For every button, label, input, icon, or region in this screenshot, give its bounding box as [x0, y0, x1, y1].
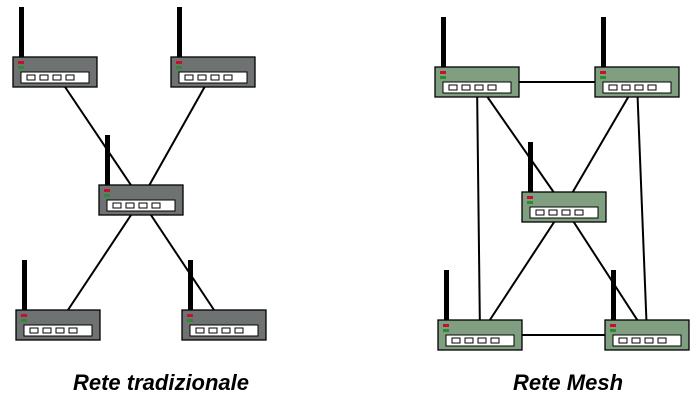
status-led — [21, 314, 27, 317]
port — [535, 209, 545, 216]
status-led — [527, 201, 533, 204]
mesh-link-top-right-bottom-right — [636, 81, 648, 336]
traditional-link-center-bottom-left — [57, 199, 142, 326]
port — [197, 74, 207, 81]
port — [68, 327, 78, 334]
mesh-link-top-right-center — [563, 81, 638, 208]
status-led — [187, 314, 193, 317]
status-led — [176, 66, 182, 69]
port — [29, 327, 39, 334]
port — [487, 84, 497, 91]
port — [644, 337, 654, 344]
port — [618, 337, 628, 344]
port — [451, 337, 461, 344]
antenna — [611, 270, 616, 322]
port — [608, 84, 618, 91]
mesh-router-center-icon — [521, 142, 607, 223]
mesh-link-center-bottom-left — [479, 206, 565, 336]
port — [621, 84, 631, 91]
status-led — [176, 61, 182, 64]
antenna — [188, 260, 193, 312]
status-led — [610, 324, 616, 327]
antenna — [528, 142, 533, 194]
antenna — [444, 270, 449, 322]
status-led — [600, 76, 606, 79]
traditional-link-top-left-center — [54, 71, 142, 201]
antenna — [441, 17, 446, 69]
port — [477, 337, 487, 344]
port — [631, 337, 641, 344]
port — [208, 327, 218, 334]
status-led — [443, 329, 449, 332]
port — [461, 84, 471, 91]
port — [184, 74, 194, 81]
traditional-router-top-left-icon — [12, 7, 98, 88]
port — [42, 327, 52, 334]
status-led — [440, 71, 446, 74]
port — [448, 84, 458, 91]
status-led — [187, 319, 193, 322]
traditional-router-top-right-icon — [170, 7, 256, 88]
mesh-link-top-left-bottom-left — [476, 81, 481, 336]
traditional-network — [12, 7, 267, 341]
mesh-router-top-left-icon — [434, 17, 520, 98]
status-led — [600, 71, 606, 74]
status-led — [104, 194, 110, 197]
antenna — [177, 7, 182, 59]
mesh-router-bottom-right-icon — [604, 270, 690, 351]
port — [112, 202, 122, 209]
status-led — [21, 319, 27, 322]
port — [223, 74, 233, 81]
port — [138, 202, 148, 209]
antenna — [19, 7, 24, 59]
port — [474, 84, 484, 91]
antenna — [105, 135, 110, 187]
port — [561, 209, 571, 216]
port — [657, 337, 667, 344]
traditional-router-bottom-left-icon — [15, 260, 101, 341]
port — [52, 74, 62, 81]
port — [125, 202, 135, 209]
traditional-router-center-icon — [98, 135, 184, 216]
status-led — [440, 76, 446, 79]
port — [39, 74, 49, 81]
port — [647, 84, 657, 91]
status-led — [104, 189, 110, 192]
mesh-network-caption: Rete Mesh — [512, 370, 624, 395]
mesh-router-bottom-left-icon — [437, 270, 523, 351]
antenna — [22, 260, 27, 312]
port — [55, 327, 65, 334]
traditional-network-caption: Rete tradizionale — [72, 370, 250, 395]
port — [464, 337, 474, 344]
port — [634, 84, 644, 91]
mesh-link-top-left-center — [476, 81, 565, 208]
traditional-link-center-bottom-right — [140, 199, 225, 326]
port — [26, 74, 36, 81]
mesh-network — [434, 17, 690, 351]
port — [65, 74, 75, 81]
traditional-router-bottom-right-icon — [181, 260, 267, 341]
port — [548, 209, 558, 216]
port — [221, 327, 231, 334]
port — [195, 327, 205, 334]
antenna — [601, 17, 606, 69]
port — [490, 337, 500, 344]
traditional-link-top-right-center — [140, 71, 214, 201]
port — [210, 74, 220, 81]
mesh-router-top-right-icon — [594, 17, 680, 98]
status-led — [443, 324, 449, 327]
status-led — [610, 329, 616, 332]
mesh-link-center-bottom-right — [563, 206, 648, 336]
port — [234, 327, 244, 334]
status-led — [18, 61, 24, 64]
port — [151, 202, 161, 209]
status-led — [18, 66, 24, 69]
port — [574, 209, 584, 216]
status-led — [527, 196, 533, 199]
